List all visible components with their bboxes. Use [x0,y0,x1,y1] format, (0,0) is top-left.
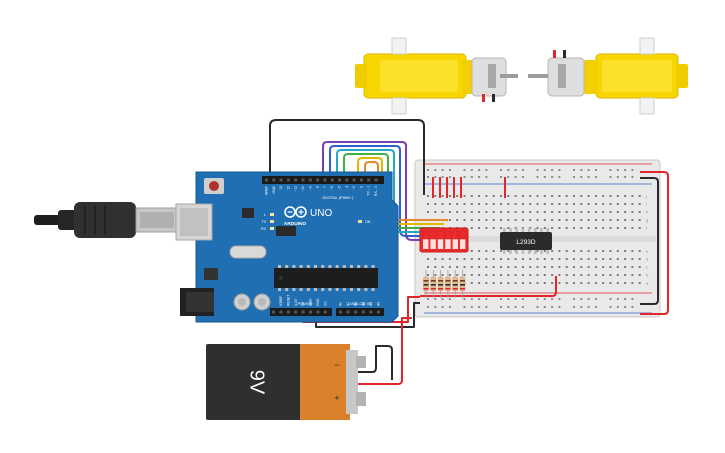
pin-label: Vin [323,301,327,306]
ic-label: L293D [516,239,535,246]
pin-label: ~6 [330,186,334,190]
pin-label: ~10 [301,186,305,192]
battery-label: 9V [246,370,268,395]
battery-9v[interactable]: 9V − + [206,344,366,420]
resistor-array[interactable] [423,270,466,298]
pin-label: A4 [369,302,373,306]
row-letter: g [646,218,648,223]
arduino-logo-icon [284,206,307,218]
row-letter: i [646,202,647,207]
pin-label: AREF [265,186,269,195]
pin-label: ~3 [352,186,356,190]
pin-label: ~11 [294,186,298,192]
row-letter: d [646,257,648,262]
pin-label: 8 [316,186,320,188]
row-letter: b [646,273,649,278]
pin-label: A2 [354,302,358,306]
pin-label: IOREF [279,296,283,306]
usb-cable [34,202,179,238]
dip-switch-keys [422,230,466,249]
dc-motor-left[interactable] [355,37,518,115]
power-header-label: POWER [297,301,312,306]
ic-pins [503,228,549,254]
battery-minus-sign: − [334,360,339,370]
pin-label: A3 [361,302,365,306]
pin-label: TX→1 [367,186,371,196]
pin-label: RESET [286,295,290,306]
digital-header-label: DIGITAL (PWM~) [323,195,355,200]
header-holes [265,178,380,314]
arduino-model: UNO [310,208,332,219]
pin-label: ~5 [338,186,342,190]
led-l-label: L [264,213,266,217]
row-letter: c [646,265,648,270]
pin-label: 13 [279,186,283,190]
row-letter: j [645,194,647,199]
pin-label: A0 [339,302,343,306]
pin-label: ~9 [308,186,312,190]
atmega-pins [278,265,375,291]
pin-label: 2 [359,186,363,188]
pin-label: 3.3V [294,298,298,306]
pin-label: A1 [346,302,350,306]
arduino-uno-board[interactable]: L TX RX ON ARDUINO UNO DIGITAL (PWM~) PO… [175,171,399,323]
pin-label: GND [272,185,276,193]
arduino-brand: ARDUINO [284,221,307,227]
dc-motor-right[interactable] [528,37,688,115]
row-letter: h [646,210,648,215]
dip-switch[interactable] [419,227,469,253]
l293d-chip[interactable]: L293D [500,228,552,254]
analog-header-label: ANALOG IN [349,301,371,306]
led-rx-label: RX [261,227,267,231]
pin-label: 5V [301,301,305,306]
row-letter: e [646,249,649,254]
pin-label: 12 [286,186,290,190]
pin-label: A5 [377,302,381,306]
row-letter: a [646,281,649,286]
led-on-label: ON [365,220,371,224]
pin-label: 4 [345,186,349,188]
led-tx-label: TX [261,220,266,224]
pin-label: GND [316,298,320,306]
battery-plus-sign: + [334,393,339,403]
pin-label: RX←0 [374,186,378,196]
pin-label: 7 [323,186,327,188]
breadboard-holes [427,169,641,308]
row-letter: f [646,226,648,231]
pin-label: GND [309,298,313,306]
